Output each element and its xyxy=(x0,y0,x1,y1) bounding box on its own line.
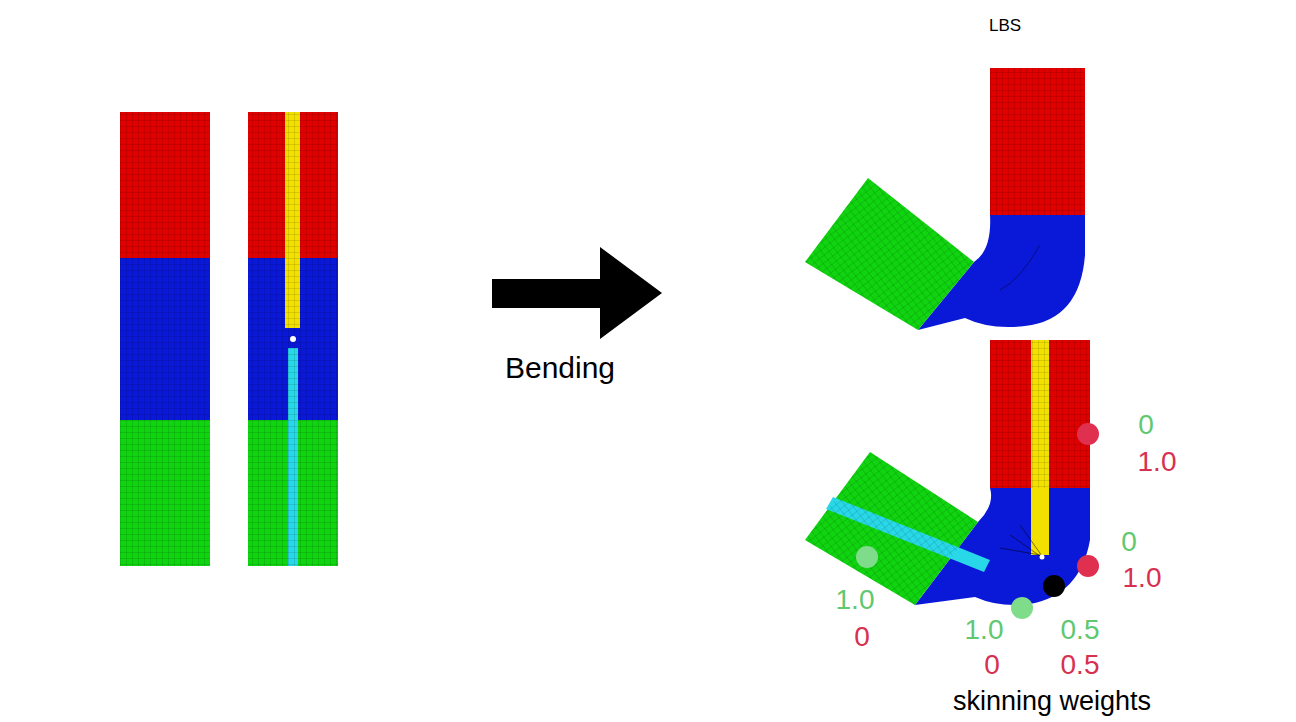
weight-dot xyxy=(1077,555,1099,577)
weight-dot xyxy=(1011,597,1033,619)
lbs-bent-cylinder-with-bones xyxy=(805,340,1099,619)
weight-value: 1.0 xyxy=(965,616,1004,644)
caption-note: skinning weights xyxy=(953,688,1151,715)
weight-value: 0 xyxy=(1138,411,1154,439)
weight-value: 0.5 xyxy=(1061,651,1100,679)
weight-value: 0.5 xyxy=(1061,616,1100,644)
weight-value: 0 xyxy=(854,623,870,651)
weight-value: 1.0 xyxy=(836,586,875,614)
lbs-bent-cylinder xyxy=(805,68,1085,330)
weight-dot xyxy=(1077,423,1099,445)
weight-value: 0 xyxy=(984,651,1000,679)
weight-value: 1.0 xyxy=(1138,448,1177,476)
rest-cylinder-with-bones xyxy=(248,112,338,566)
view-title: LBS xyxy=(989,17,1021,34)
weight-value: 1.0 xyxy=(1123,564,1162,592)
weight-dot xyxy=(1043,575,1065,597)
weight-dot xyxy=(856,546,878,568)
rest-cylinder xyxy=(120,112,210,566)
arrow-label: Bending xyxy=(505,353,615,383)
bending-arrow xyxy=(492,247,662,339)
weight-value: 0 xyxy=(1121,528,1137,556)
